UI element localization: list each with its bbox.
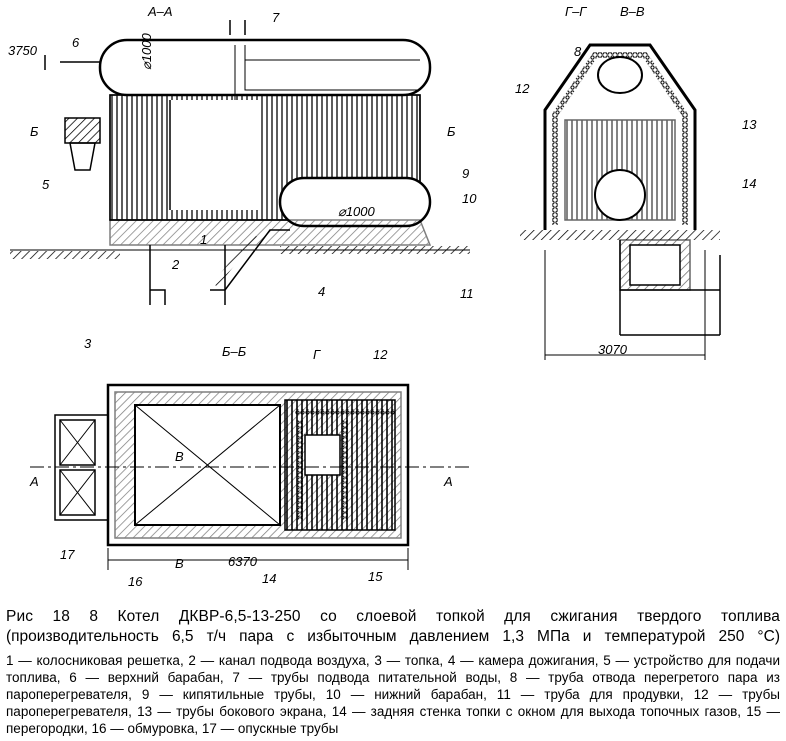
caption-title-line1: Рис 18 8 Котел ДКВР-6,5-13-250 со слоево…	[6, 608, 780, 625]
section-label-aa: А–А	[148, 4, 173, 19]
section-label-gg: Г–Г	[565, 4, 587, 19]
marker-b-right: Б	[447, 124, 456, 139]
marker-g: Г	[313, 347, 321, 362]
callout-12-section: 12	[515, 81, 530, 96]
callout-16: 16	[128, 574, 143, 589]
callout-5: 5	[42, 177, 50, 192]
callout-2: 2	[172, 257, 180, 272]
dimension-width: 3070	[598, 342, 627, 357]
dimension-lower-drum: ⌀1000	[338, 204, 375, 219]
callout-11: 11	[460, 286, 474, 301]
marker-v-top: В	[175, 449, 184, 464]
caption-legend: 1 — колосниковая решетка, 2 — канал подв…	[6, 653, 780, 736]
callout-17: 17	[60, 547, 75, 562]
dimension-upper-drum: ⌀1000	[139, 33, 154, 70]
section-label-bb: Б–Б	[222, 344, 247, 359]
section-bb-plan-view	[30, 383, 470, 570]
marker-a-right: А	[444, 474, 453, 489]
callout-7: 7	[272, 10, 280, 25]
callout-9: 9	[462, 166, 470, 181]
boiler-drawing	[10, 20, 721, 570]
caption-title-line2: (производительность 6,5 т/ч пара с избыт…	[6, 628, 780, 645]
section-label-vv: В–В	[620, 4, 645, 19]
marker-a-left: А	[30, 474, 39, 489]
callout-6: 6	[72, 35, 80, 50]
dimension-height-mark: 3750	[8, 43, 37, 58]
callout-14-plan: 14	[262, 571, 277, 586]
callout-10: 10	[462, 191, 477, 206]
callout-13: 13	[742, 117, 757, 132]
callout-3: 3	[84, 336, 92, 351]
marker-v-bottom: В	[175, 556, 184, 571]
callout-12-plan: 12	[373, 347, 388, 362]
section-gg-vv-view	[520, 43, 721, 360]
callout-1: 1	[200, 232, 208, 247]
section-aa-view	[10, 20, 470, 305]
callout-4: 4	[318, 284, 326, 299]
dimension-length: 6370	[228, 554, 257, 569]
marker-b-left: Б	[30, 124, 39, 139]
callout-14-section: 14	[742, 176, 757, 191]
callout-15: 15	[368, 569, 383, 584]
callout-8: 8	[574, 44, 582, 59]
